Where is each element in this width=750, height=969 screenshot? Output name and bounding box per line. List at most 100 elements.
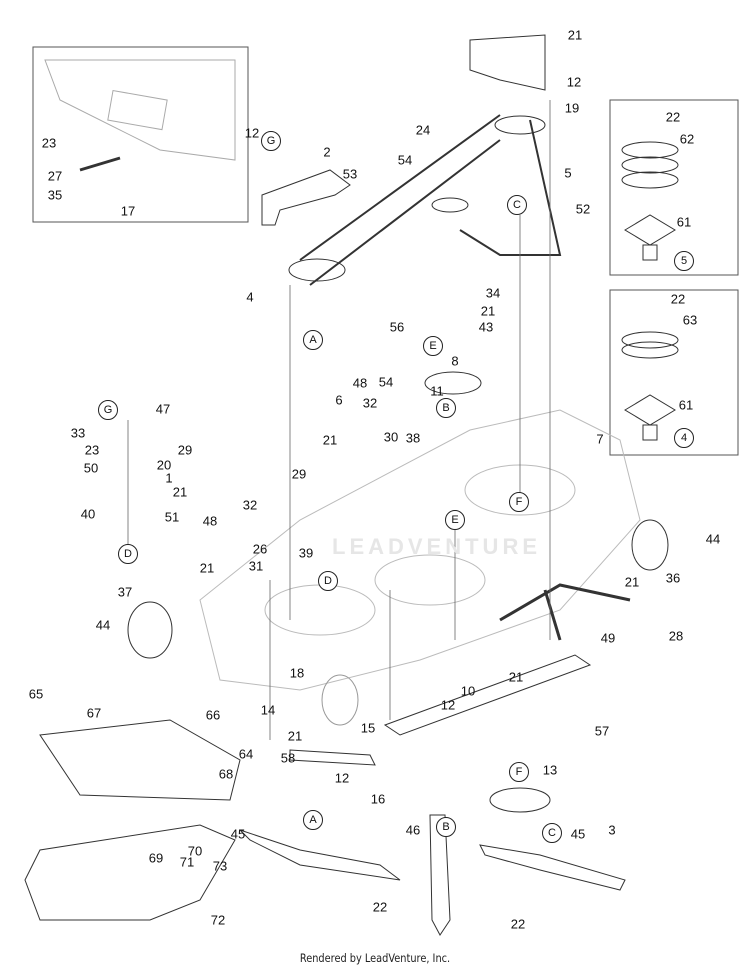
reference-letter-circle: G: [98, 400, 118, 420]
part-callout: 7: [596, 431, 604, 447]
part-callout: 54: [378, 374, 394, 390]
part-callout: 21: [172, 484, 188, 500]
part-callout: 21: [624, 574, 640, 590]
part-callout: 56: [389, 319, 405, 335]
part-callout: 18: [289, 665, 305, 681]
blade-45-right: [479, 844, 626, 891]
part-callout: 13: [542, 762, 558, 778]
reference-letter-circle: F: [509, 492, 529, 512]
part-callout: 61: [676, 214, 692, 230]
part-callout: 48: [352, 375, 368, 391]
part-callout: 21: [322, 432, 338, 448]
part-callout: 29: [177, 442, 193, 458]
part-callout: 45: [230, 826, 246, 842]
inset-deck-outline: [44, 59, 236, 161]
reference-letter-circle: D: [318, 571, 338, 591]
part-callout: 21: [199, 560, 215, 576]
part-callout: 32: [242, 497, 258, 513]
part-callout: 52: [575, 201, 591, 217]
part-callout: 16: [370, 791, 386, 807]
part-callout: 54: [397, 152, 413, 168]
part-callout: 2: [323, 144, 331, 160]
part-callout: 62: [679, 131, 695, 147]
spindle-inset-5: [609, 99, 739, 276]
discharge-chute-68: [39, 719, 241, 801]
reference-letter-circle: D: [118, 544, 138, 564]
part-callout: 39: [298, 545, 314, 561]
gauge-wheel-36: [631, 519, 669, 571]
reference-letter-circle: A: [303, 810, 323, 830]
part-callout: 69: [148, 850, 164, 866]
part-callout: 64: [238, 746, 254, 762]
lift-rod-49: [499, 583, 631, 641]
part-callout: 6: [335, 392, 343, 408]
part-callout: 47: [155, 401, 171, 417]
part-callout: 28: [668, 628, 684, 644]
part-callout: 20: [156, 457, 172, 473]
part-callout: 35: [47, 187, 63, 203]
reference-letter-circle: G: [261, 131, 281, 151]
spindle-inset-4: [609, 289, 739, 456]
part-callout: 10: [460, 683, 476, 699]
belt-guard-top: [469, 34, 546, 91]
reference-letter-circle: C: [507, 195, 527, 215]
part-callout: 1: [165, 470, 173, 486]
part-callout: 26: [252, 541, 268, 557]
part-callout: 30: [383, 429, 399, 445]
part-callout: 44: [95, 617, 111, 633]
belt-guard-2: [261, 169, 351, 226]
part-callout: 15: [360, 720, 376, 736]
part-callout: 21: [508, 669, 524, 685]
part-callout: 37: [117, 584, 133, 600]
reference-letter-circle: 4: [674, 428, 694, 448]
part-callout: 12: [244, 125, 260, 141]
detail-inset-frame: [32, 46, 249, 223]
part-callout: 22: [665, 109, 681, 125]
part-callout: 53: [342, 166, 358, 182]
part-callout: 31: [248, 558, 264, 574]
part-callout: 19: [564, 100, 580, 116]
part-callout: 23: [84, 442, 100, 458]
part-callout: 58: [280, 750, 296, 766]
idler-pulley-54: [431, 197, 469, 213]
part-callout: 46: [405, 822, 421, 838]
part-callout: 43: [478, 319, 494, 335]
part-callout: 11: [430, 383, 444, 399]
part-callout: 50: [83, 460, 99, 476]
part-callout: 21: [287, 728, 303, 744]
part-callout: 34: [485, 285, 501, 301]
part-callout: 45: [570, 826, 586, 842]
part-callout: 61: [678, 397, 694, 413]
part-callout: 38: [405, 430, 421, 446]
part-callout: 17: [120, 203, 136, 219]
part-callout: 48: [202, 513, 218, 529]
part-callout: 57: [594, 723, 610, 739]
baffle-58: [289, 749, 376, 766]
reference-letter-circle: C: [542, 823, 562, 843]
part-callout: 5: [564, 165, 572, 181]
part-callout: 67: [86, 705, 102, 721]
part-callout: 29: [291, 466, 307, 482]
part-callout: 71: [179, 854, 195, 870]
part-callout: 8: [451, 353, 459, 369]
part-callout: 3: [608, 822, 616, 838]
part-callout: 68: [218, 766, 234, 782]
part-callout: 12: [334, 770, 350, 786]
part-callout: 14: [260, 702, 276, 718]
part-callout: 24: [415, 122, 431, 138]
part-callout: 73: [212, 858, 228, 874]
part-callout: 66: [205, 707, 221, 723]
part-callout: 33: [70, 425, 86, 441]
mower-deck: [199, 409, 641, 691]
part-callout: 12: [566, 74, 582, 90]
part-callout: 21: [480, 303, 496, 319]
part-callout: 70: [187, 843, 203, 859]
reference-letter-circle: B: [436, 817, 456, 837]
pulley-4: [288, 258, 346, 282]
gauge-wheel-37: [127, 601, 173, 659]
inset-spring: [79, 156, 121, 172]
blade-45-left: [239, 829, 401, 881]
part-callout: 49: [600, 630, 616, 646]
footer-credit: Rendered by LeadVenture, Inc.: [299, 951, 451, 965]
